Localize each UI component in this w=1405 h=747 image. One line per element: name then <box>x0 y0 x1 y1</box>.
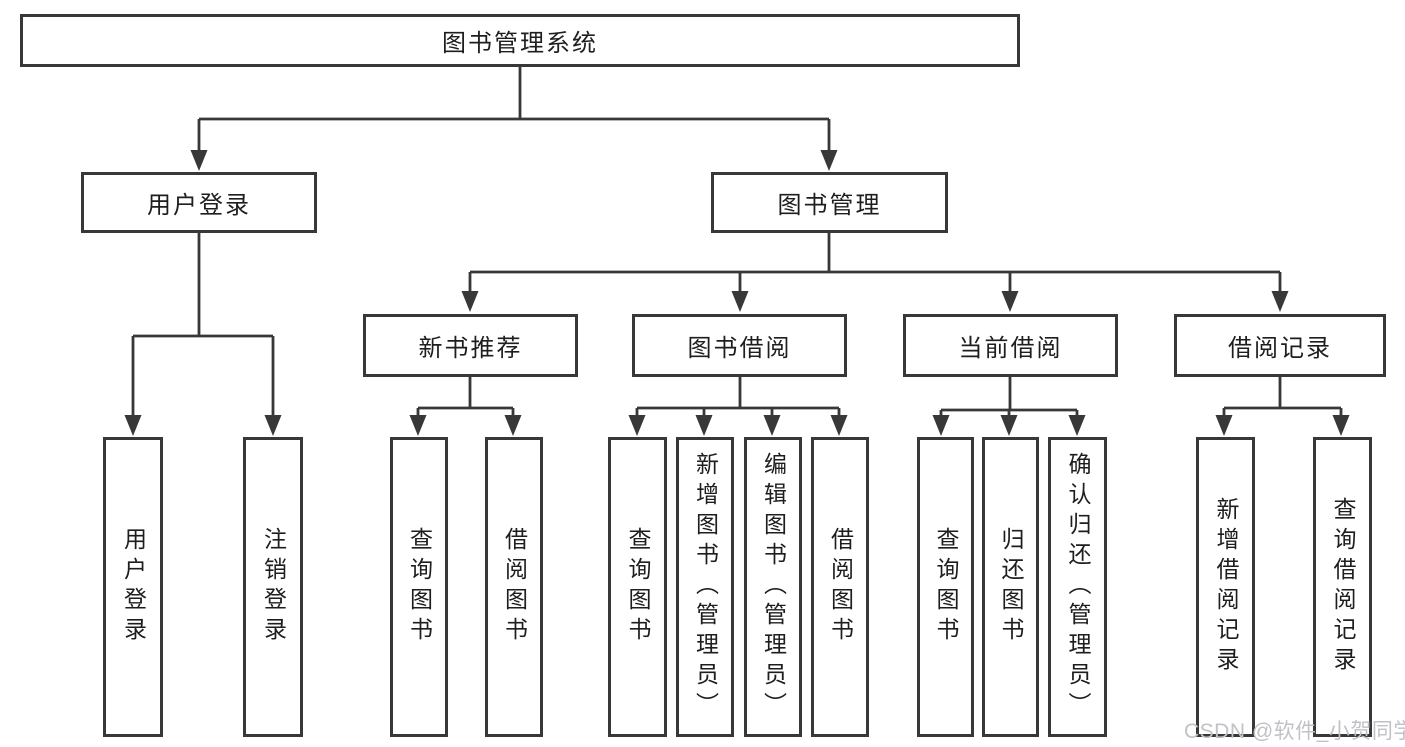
node-user-login-group: 用户登录 <box>81 172 317 233</box>
node-current-borrowing: 当前借阅 <box>903 314 1118 377</box>
node-label: 当前借阅 <box>958 335 1063 362</box>
node-book-management: 图书管理 <box>711 172 948 233</box>
node-label: 查询图书 <box>933 527 959 647</box>
node-label: 归还图书 <box>998 527 1024 647</box>
leaf-bb-query-books: 查询图书 <box>608 437 667 737</box>
node-label: 新书推荐 <box>418 335 523 362</box>
node-label: 新增图书（管理员） <box>692 452 719 722</box>
node-label: 借阅记录 <box>1228 335 1332 362</box>
node-label: 新增借阅记录 <box>1213 497 1239 677</box>
node-borrowing-records: 借阅记录 <box>1174 314 1386 377</box>
node-label: 查询图书 <box>625 527 651 647</box>
leaf-logout: 注销登录 <box>243 437 303 737</box>
node-label: 确认归还（管理员） <box>1065 452 1091 722</box>
leaf-cb-query-books: 查询图书 <box>917 437 974 737</box>
leaf-br-add-record: 新增借阅记录 <box>1196 437 1255 737</box>
node-book-borrowing: 图书借阅 <box>632 314 847 377</box>
leaf-cb-confirm-return: 确认归还（管理员） <box>1048 437 1107 737</box>
node-label: 注销登录 <box>260 527 287 647</box>
node-new-book-recommendation: 新书推荐 <box>363 314 578 377</box>
leaf-bb-borrow-books: 借阅图书 <box>811 437 869 737</box>
node-label: 用户登录 <box>147 192 251 219</box>
node-root-system: 图书管理系统 <box>20 14 1020 67</box>
node-label: 查询图书 <box>406 527 433 647</box>
leaf-cb-return-books: 归还图书 <box>982 437 1039 737</box>
leaf-user-login: 用户登录 <box>103 437 163 737</box>
leaf-br-query-record: 查询借阅记录 <box>1313 437 1372 737</box>
node-label: 图书管理 <box>777 192 882 219</box>
node-label: 图书借阅 <box>687 335 792 362</box>
leaf-bb-edit-books: 编辑图书（管理员） <box>744 437 802 737</box>
node-label: 借阅图书 <box>827 527 854 647</box>
node-label: 图书管理系统 <box>442 30 598 57</box>
node-label: 用户登录 <box>120 527 147 647</box>
node-label: 编辑图书（管理员） <box>760 452 787 722</box>
node-label: 借阅图书 <box>501 527 528 647</box>
node-label: 查询借阅记录 <box>1330 497 1356 677</box>
watermark-text: CSDN @软件_小贺同学 <box>1184 720 1405 743</box>
leaf-bb-add-books: 新增图书（管理员） <box>676 437 734 737</box>
leaf-nb-query-books: 查询图书 <box>390 437 448 737</box>
leaf-nb-borrow-books: 借阅图书 <box>485 437 543 737</box>
